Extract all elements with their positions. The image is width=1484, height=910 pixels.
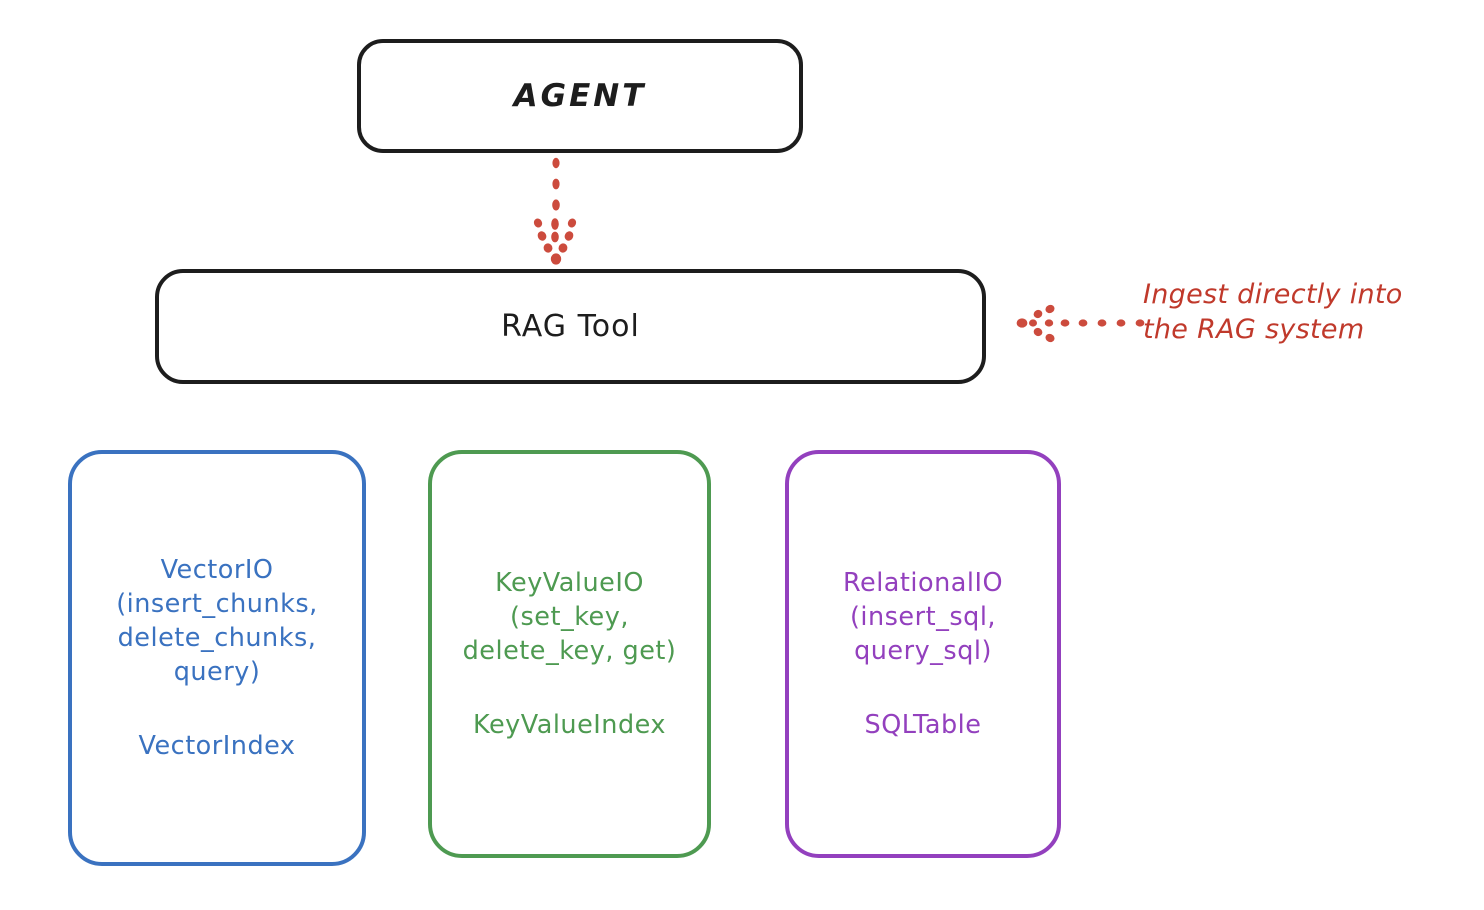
dotted-arrow-left-icon bbox=[1016, 296, 1156, 350]
node-agent[interactable]: AGENT bbox=[357, 39, 803, 153]
annotation-ingest: Ingest directly into the RAG system bbox=[1143, 277, 1473, 347]
node-vector-io-resource-label: VectorIndex bbox=[138, 731, 296, 762]
node-key-value-io-resource-label: KeyValueIndex bbox=[473, 710, 666, 741]
node-vector-io-api-label: VectorIO (insert_chunks, delete_chunks, … bbox=[116, 554, 318, 688]
node-key-value-io-api-label: KeyValueIO (set_key, delete_key, get) bbox=[462, 567, 677, 666]
node-relational-io-resource-label: SQLTable bbox=[864, 710, 982, 741]
annotation-ingest-text: Ingest directly into the RAG system bbox=[1143, 279, 1403, 346]
node-key-value-io[interactable]: KeyValueIO (set_key, delete_key, get) Ke… bbox=[428, 450, 711, 858]
node-rag-tool[interactable]: RAG Tool bbox=[155, 269, 986, 384]
node-relational-io-api-label: RelationalIO (insert_sql, query_sql) bbox=[842, 567, 1004, 666]
node-vector-io[interactable]: VectorIO (insert_chunks, delete_chunks, … bbox=[68, 450, 366, 866]
node-rag-tool-label: RAG Tool bbox=[501, 309, 640, 344]
node-relational-io[interactable]: RelationalIO (insert_sql, query_sql) SQL… bbox=[785, 450, 1061, 858]
dotted-arrow-down-icon bbox=[500, 155, 620, 270]
node-agent-label: AGENT bbox=[513, 77, 647, 114]
